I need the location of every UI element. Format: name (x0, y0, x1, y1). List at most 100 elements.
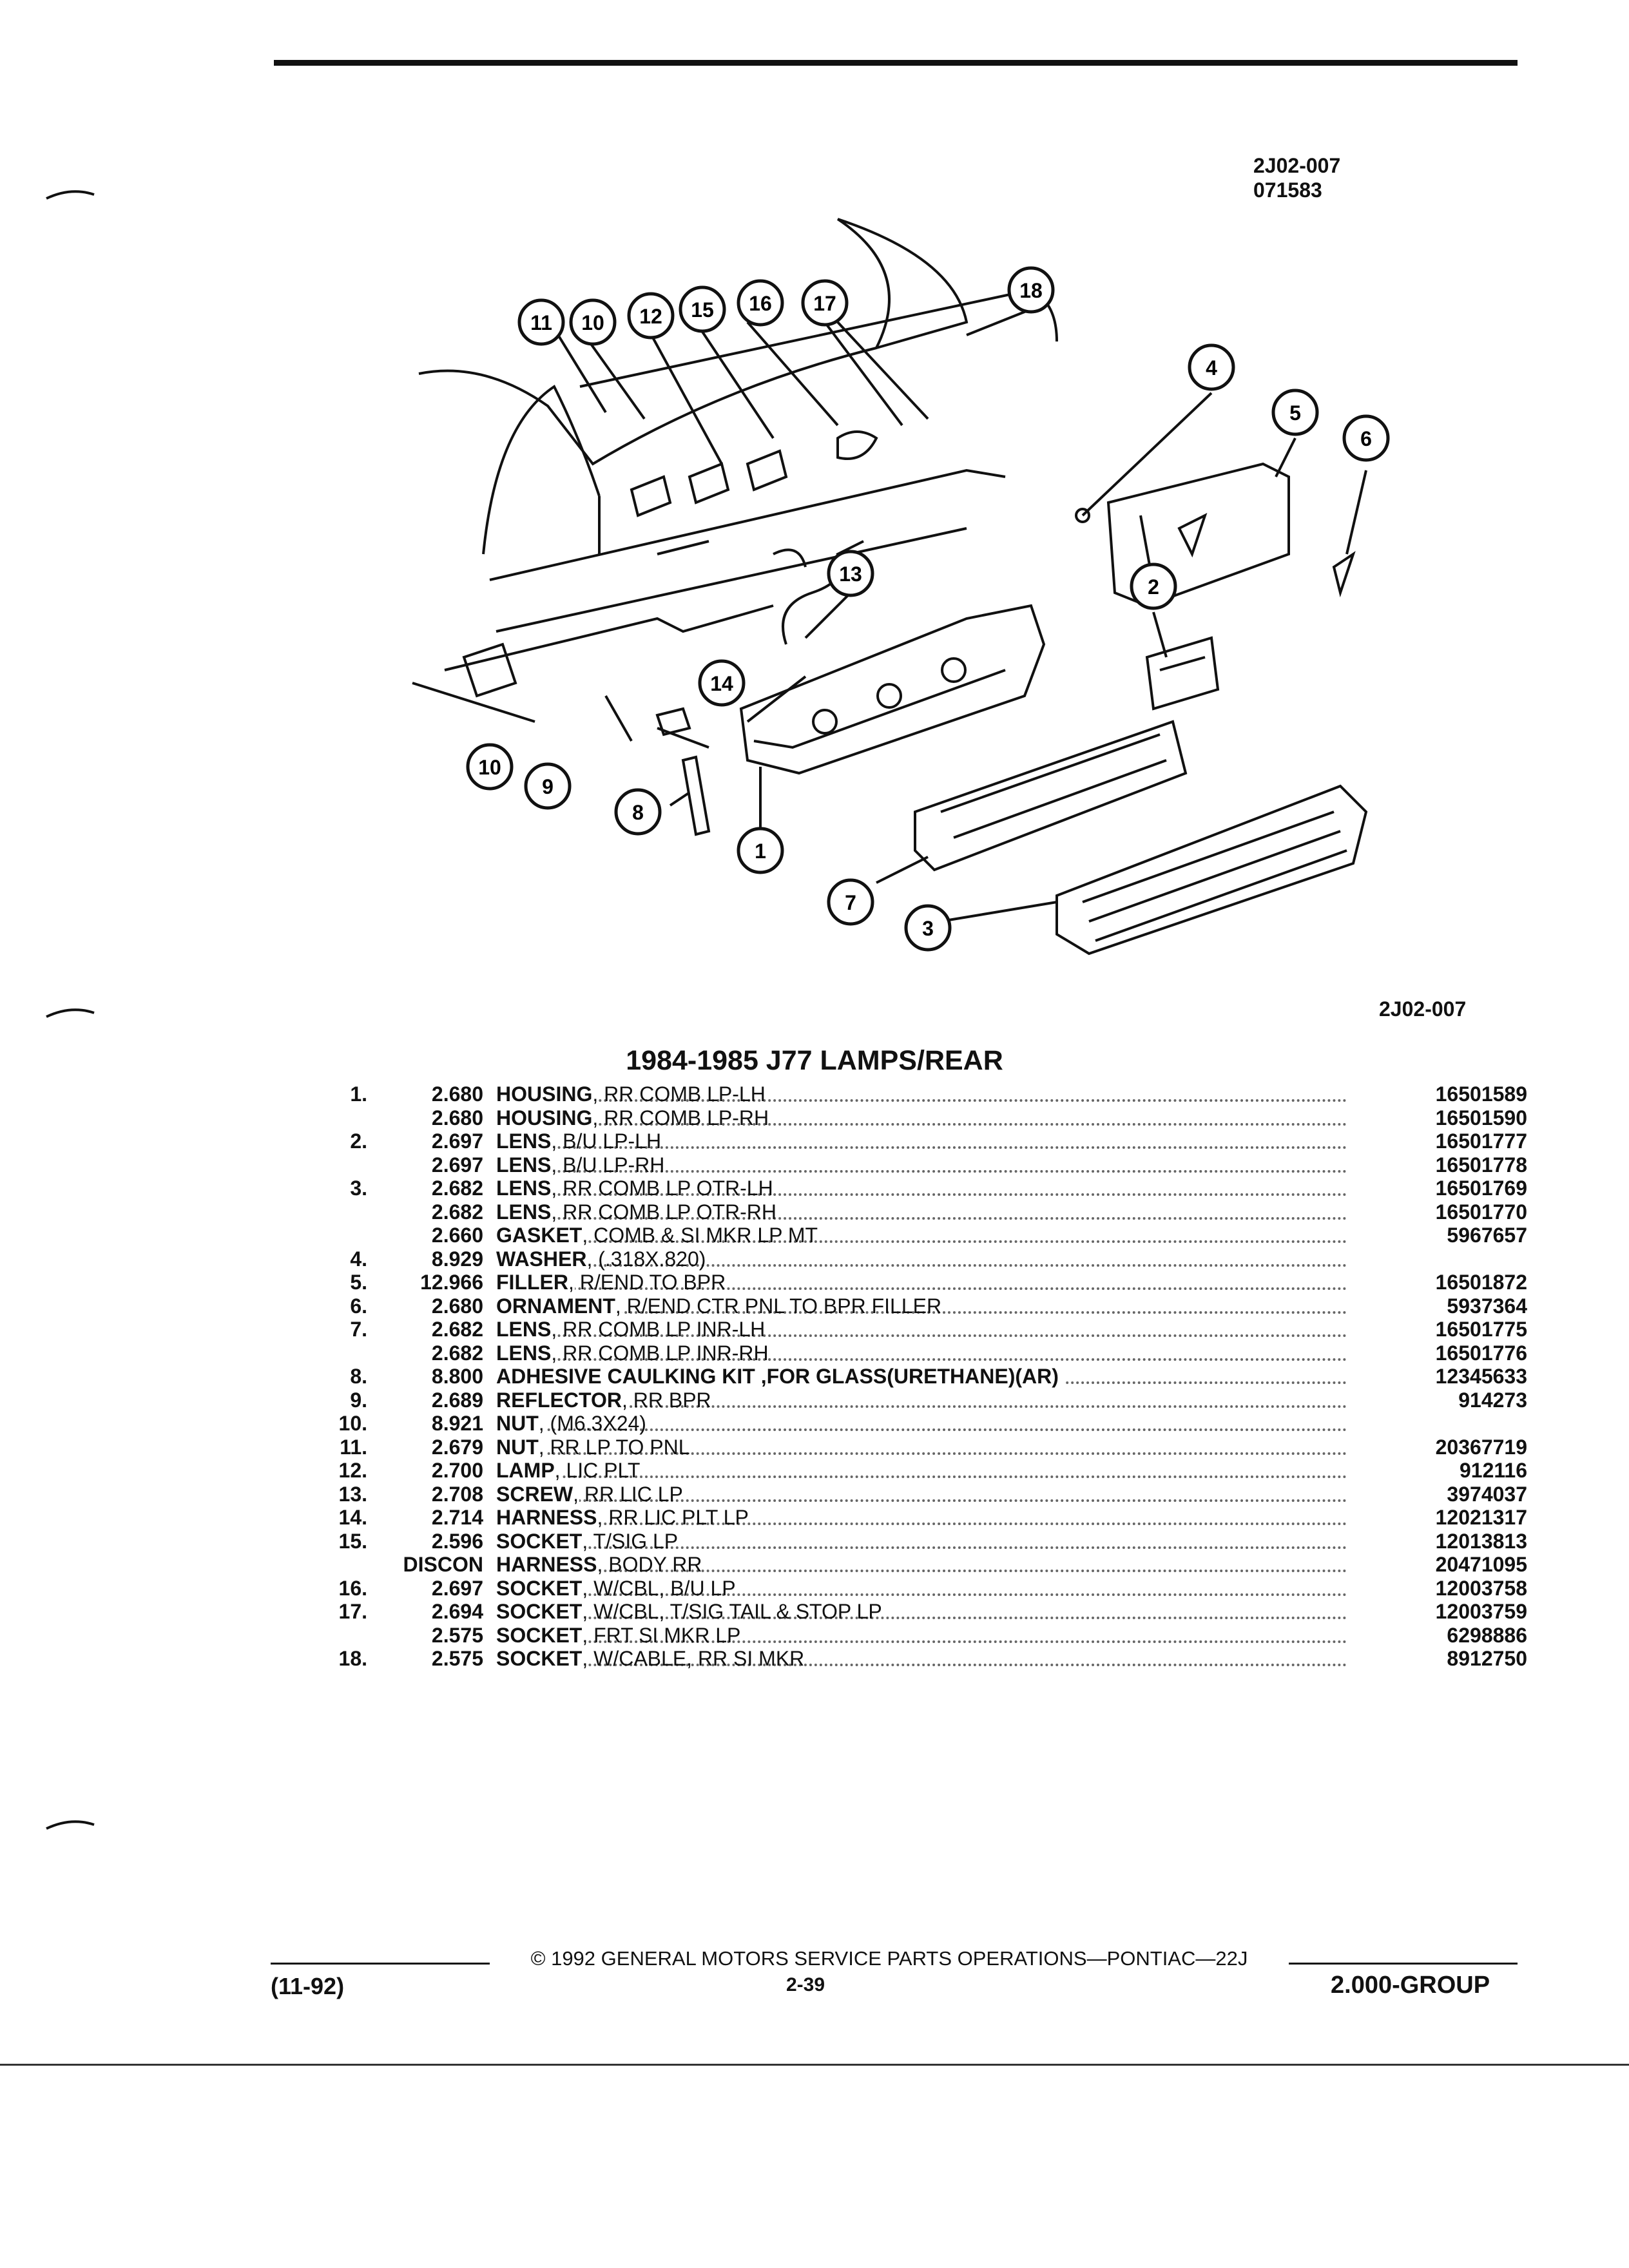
callout-16: 16 (737, 279, 784, 327)
description-label: LENS, B/U LP-LH (496, 1129, 661, 1153)
part-number: 12003758 (1435, 1576, 1527, 1600)
part-number: 5967657 (1447, 1224, 1527, 1247)
revision-date: (11-92) (271, 1973, 345, 1999)
exploded-view-diagram: 11 10 12 15 16 17 18 4 5 6 2 13 14 10 9 … (412, 218, 1390, 956)
part-number: 16501770 (1435, 1200, 1527, 1224)
part-name: NUT (496, 1412, 539, 1435)
svg-text:3: 3 (922, 917, 934, 940)
part-detail: , RR LIC PLT LP (597, 1506, 749, 1529)
part-name: LAMP (496, 1459, 555, 1482)
part-number: 16501777 (1435, 1129, 1527, 1153)
part-detail: , RR COMB LP-RH (592, 1106, 769, 1129)
part-description: REFLECTOR, RR BPR (496, 1388, 1347, 1412)
callout-10b: 10 (466, 743, 514, 791)
part-description: HARNESS, RR LIC PLT LP (496, 1506, 1347, 1530)
item-number: 18. (338, 1647, 367, 1670)
description-label: LAMP, LIC PLT (496, 1459, 640, 1482)
part-description: HARNESS, BODY RR (496, 1553, 1347, 1577)
part-name: SOCKET (496, 1600, 583, 1623)
group-code: 2.660 (431, 1224, 483, 1247)
group-code: 2.680 (431, 1294, 483, 1318)
part-number: 12021317 (1435, 1506, 1527, 1529)
group-code: 2.682 (431, 1318, 483, 1341)
svg-text:17: 17 (813, 292, 836, 315)
callout-14: 14 (698, 659, 746, 707)
diagram-linework (412, 218, 1368, 956)
callout-13: 13 (827, 550, 874, 597)
item-number: 5. (350, 1271, 367, 1294)
group-code: 2.680 (431, 1082, 483, 1106)
parts-row: DISCON HARNESS, BODY RR 20471095 (329, 1553, 1527, 1577)
figure-id: 2J02-007 (1253, 154, 1341, 177)
group-code: DISCON (403, 1553, 483, 1576)
callout-4: 4 (1188, 343, 1235, 391)
part-description: LENS, RR COMB LP OTR-LH (496, 1177, 1347, 1200)
parts-row: 2.697 LENS, B/U LP-RH 16501778 (329, 1153, 1527, 1177)
part-number: 12345633 (1435, 1365, 1527, 1388)
description-label: ORNAMENT, R/END CTR PNL TO BPR FILLER (496, 1294, 941, 1318)
part-detail: , RR COMB LP OTR-RH (551, 1200, 776, 1224)
group-code: 2.575 (431, 1623, 483, 1647)
part-number: 914273 (1458, 1388, 1527, 1412)
svg-text:10: 10 (478, 756, 501, 779)
part-number: 3974037 (1447, 1482, 1527, 1506)
description-label: LENS, B/U LP-RH (496, 1153, 664, 1177)
part-description: LAMP, LIC PLT (496, 1459, 1347, 1483)
part-number: 12013813 (1435, 1529, 1527, 1553)
callout-10: 10 (569, 298, 617, 346)
item-number: 8. (350, 1365, 367, 1388)
group-code: 12.966 (420, 1271, 483, 1294)
description-label: LENS, RR COMB LP INR-RH (496, 1341, 769, 1365)
description-label: LENS, RR COMB LP OTR-LH (496, 1177, 773, 1200)
description-label: SOCKET, T/SIG LP (496, 1529, 678, 1553)
callout-12: 12 (627, 292, 675, 340)
part-description: LENS, RR COMB LP INR-LH (496, 1318, 1347, 1341)
svg-text:9: 9 (542, 775, 554, 798)
group-code: 2.708 (431, 1482, 483, 1506)
part-detail: , COMB & SI MKR LP MT (582, 1224, 818, 1247)
parts-row: 5. 12.966 FILLER, R/END TO BPR 16501872 (329, 1271, 1527, 1294)
part-name: LENS (496, 1200, 552, 1224)
description-label: REFLECTOR, RR BPR (496, 1388, 711, 1412)
part-number: 16501778 (1435, 1153, 1527, 1177)
part-name: HARNESS (496, 1506, 597, 1529)
part-number: 12003759 (1435, 1600, 1527, 1623)
group-code: 8.929 (431, 1247, 483, 1271)
part-description: LENS, RR COMB LP OTR-RH (496, 1200, 1347, 1224)
part-name: SOCKET (496, 1623, 583, 1647)
svg-text:1: 1 (755, 840, 766, 863)
group-label: 2.000-GROUP (1331, 1972, 1490, 1999)
punch-hole-mark (45, 187, 95, 201)
part-name: HOUSING (496, 1082, 593, 1106)
description-label: SOCKET, W/CBL, T/SIG TAIL & STOP LP (496, 1600, 882, 1623)
part-number: 16501872 (1435, 1271, 1527, 1294)
description-label: GASKET, COMB & SI MKR LP MT (496, 1224, 818, 1247)
callout-9: 9 (524, 762, 572, 810)
group-code: 2.697 (431, 1153, 483, 1177)
part-name: FILLER (496, 1271, 568, 1294)
part-description: ORNAMENT, R/END CTR PNL TO BPR FILLER (496, 1294, 1347, 1318)
punch-hole-mark (45, 1817, 95, 1831)
footer-rule-left (271, 1963, 490, 1965)
part-description: NUT, (M6.3X24) (496, 1412, 1347, 1436)
part-number: 20471095 (1435, 1553, 1527, 1576)
description-label: WASHER, (.318X.820) (496, 1247, 706, 1271)
description-label: LENS, RR COMB LP INR-LH (496, 1318, 765, 1341)
group-code: 2.694 (431, 1600, 483, 1623)
part-number: 8912750 (1447, 1647, 1527, 1670)
description-label: FILLER, R/END TO BPR (496, 1271, 726, 1294)
part-detail: , RR COMB LP OTR-LH (551, 1177, 773, 1200)
svg-text:12: 12 (639, 305, 662, 328)
callout-15: 15 (679, 285, 726, 333)
item-number: 10. (338, 1412, 367, 1435)
